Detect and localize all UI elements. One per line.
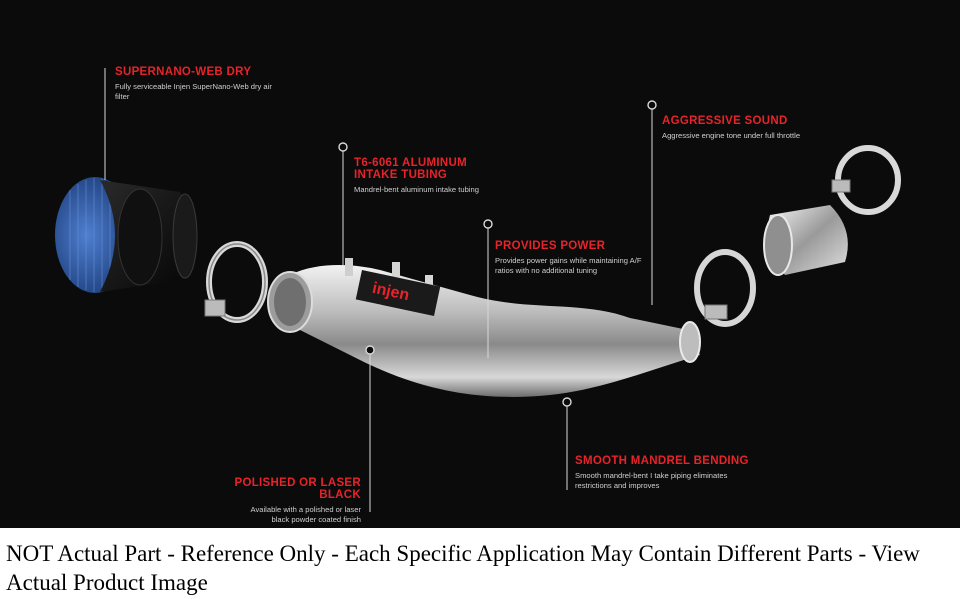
callout-title: SMOOTH MANDREL BENDING (575, 455, 749, 467)
air-filter (55, 177, 198, 293)
callout-desc: Mandrel-bent aluminum intake tubing (354, 185, 479, 194)
callout-tubing: T6-6061 ALUMINUM INTAKE TUBING Mandrel-b… (354, 157, 494, 195)
callout-sound: AGGRESSIVE SOUND Aggressive engine tone … (662, 115, 842, 141)
callout-desc: Aggressive engine tone under full thrott… (662, 131, 801, 140)
callout-supernano: SUPERNANO-WEB DRY Fully serviceable Inje… (115, 66, 285, 102)
disclaimer-text: NOT Actual Part - Reference Only - Each … (6, 541, 920, 595)
callout-leaders (104, 68, 657, 512)
injen-logo: injen (355, 270, 441, 316)
callout-desc: Fully serviceable Injen SuperNano-Web dr… (115, 82, 272, 101)
hose-clamp (204, 241, 268, 323)
callout-power: PROVIDES POWER Provides power gains whil… (495, 240, 655, 276)
product-infographic: injen (0, 0, 960, 528)
callout-desc: Smooth mandrel-bent I take piping elimin… (575, 471, 728, 490)
hose-clamp (831, 145, 901, 215)
intake-illustration: injen (55, 68, 901, 512)
callout-bending: SMOOTH MANDREL BENDING Smooth mandrel-be… (575, 455, 750, 491)
callout-desc: Available with a polished or laser black… (250, 505, 361, 524)
hose-clamp (694, 249, 756, 327)
silicone-coupler (763, 205, 848, 276)
callout-finish: POLISHED OR LASER BLACK Available with a… (200, 477, 361, 525)
callout-title: PROVIDES POWER (495, 240, 606, 252)
callout-title: AGGRESSIVE SOUND (662, 115, 788, 127)
intake-tube: injen (267, 258, 701, 397)
callout-desc: Provides power gains while maintaining A… (495, 256, 642, 275)
callout-title: SUPERNANO-WEB DRY (115, 66, 252, 78)
callout-title: POLISHED OR LASER BLACK (234, 477, 361, 501)
callout-title: T6-6061 ALUMINUM INTAKE TUBING (354, 157, 467, 181)
